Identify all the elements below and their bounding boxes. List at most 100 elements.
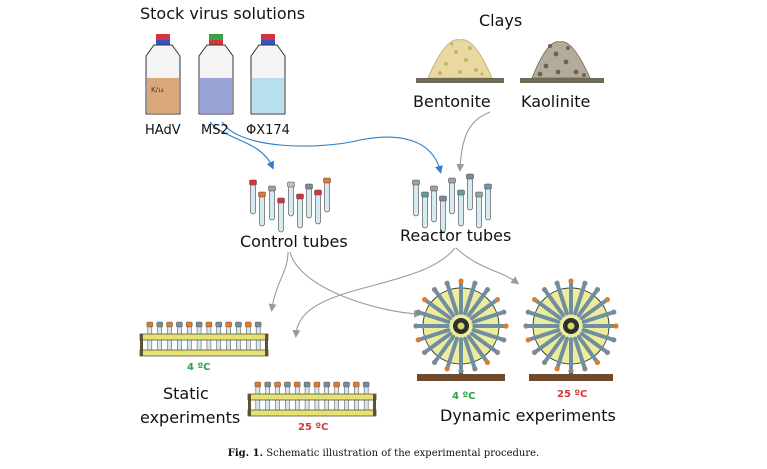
wheel-tube-cap — [413, 323, 419, 329]
rack-bottom-bar — [247, 409, 377, 417]
wheel-tube-cap — [523, 323, 529, 329]
rack-tube-cap — [156, 321, 163, 328]
wheel-tube — [471, 328, 505, 342]
wheel-tube-cap — [554, 366, 560, 372]
bottle-label-ms2: MS2 — [201, 123, 229, 138]
wheel-tube-cap — [582, 366, 588, 372]
tube — [288, 185, 294, 217]
tube — [431, 189, 437, 223]
wheel-tube-cap — [494, 349, 501, 356]
wheel-tube — [581, 310, 615, 324]
rack-leg — [248, 394, 251, 416]
bottle-phix174-icon — [250, 34, 286, 115]
tube — [259, 195, 265, 227]
wheel-tube-cap — [531, 349, 538, 356]
wheel-tube — [579, 298, 609, 321]
wheel-tube — [463, 336, 477, 370]
bottle-label-hadv: HAdV — [145, 123, 181, 138]
tube-cap — [448, 177, 456, 184]
static-temp-high: 25 ºC — [298, 422, 329, 433]
rack-tube-cap — [303, 381, 311, 388]
tube — [278, 201, 284, 233]
tube — [449, 181, 455, 215]
tube — [269, 189, 275, 221]
wheel-tube — [417, 310, 451, 324]
virus-bottles: K/₁₄ — [145, 34, 286, 115]
static-temp-low: 4 ºC — [187, 362, 211, 373]
kaolinite-pile-icon — [520, 41, 604, 83]
figure-number: Fig. 1. — [227, 448, 264, 459]
control-tubes-label: Control tubes — [240, 232, 348, 251]
static-experiments-label-line1: Static — [163, 384, 209, 403]
wheel-tube-cap — [568, 278, 574, 284]
clays-title: Clays — [479, 11, 523, 30]
bentonite-pile-icon — [416, 39, 504, 83]
tube-cap — [249, 179, 257, 186]
wheel-tube-cap — [541, 359, 548, 366]
dynamic-temp-high: 25 ºC — [557, 389, 588, 400]
wheel-tube-cap — [415, 337, 421, 343]
wheel-tube-cap — [444, 280, 450, 286]
rotator-wheel-25c-icon — [523, 278, 619, 381]
wheel-tube-cap — [568, 368, 574, 374]
rack-tube-cap — [205, 321, 213, 328]
rack-tube-cap — [254, 381, 262, 388]
tube — [306, 187, 312, 219]
tube — [315, 193, 321, 225]
rack-top-bar — [139, 333, 269, 341]
wheel-tube-cap — [594, 359, 601, 366]
rack-tube-cap — [186, 321, 193, 328]
tube-cap — [430, 185, 438, 192]
tube-cap — [475, 191, 483, 198]
tube — [250, 183, 256, 215]
arrow-clays-to-reactor — [456, 111, 491, 172]
rack-tube-cap — [343, 381, 350, 388]
rack-tube-cap — [245, 321, 252, 328]
rack-tube-cap — [215, 321, 222, 328]
dynamic-experiments-label: Dynamic experiments — [440, 406, 616, 425]
wheel-tube-cap — [415, 309, 421, 315]
tube-cap — [466, 173, 474, 180]
tube — [485, 187, 491, 221]
reactor-tubes-label: Reactor tubes — [400, 226, 512, 245]
wheel-tube-cap — [582, 280, 588, 286]
rack-leg — [140, 334, 143, 356]
wheel-tube-cap — [531, 296, 538, 303]
wheel-tube — [555, 282, 569, 316]
rack-tube-cap — [274, 381, 281, 388]
wheel-tube — [581, 328, 615, 342]
wheel-tube-cap — [421, 296, 428, 303]
wheel-hub-center — [457, 322, 465, 330]
wheel-tube-cap — [458, 278, 464, 284]
tube — [297, 197, 303, 229]
tube-cap — [287, 181, 295, 188]
rack-tube-cap — [313, 381, 321, 388]
wheel-tube-cap — [554, 280, 560, 286]
dynamic-temp-low: 4 ºC — [452, 391, 476, 402]
rack-bottom-bar — [139, 349, 269, 357]
arrow-reactor-to-static — [292, 247, 456, 338]
wheel-tube-cap — [431, 359, 438, 366]
rack-tube-cap — [195, 321, 203, 328]
tube-cap — [258, 191, 266, 198]
wheel-hub-center — [567, 322, 575, 330]
svg-text:K/₁₄: K/₁₄ — [151, 86, 164, 94]
wheel-tube — [555, 336, 569, 370]
tube-cap — [439, 195, 447, 202]
wheel-tube — [576, 288, 599, 318]
bottle-hadv-icon: K/₁₄ — [145, 34, 181, 115]
tube-cap — [484, 183, 492, 190]
wheel-tube-cap — [541, 286, 548, 293]
rack-tube-cap — [353, 381, 360, 388]
static-rack-4c-icon — [139, 321, 269, 357]
rack-tube-cap — [323, 381, 330, 388]
wheel-base — [417, 374, 505, 381]
bottle-label-phix174: ΦX174 — [246, 123, 290, 138]
wheel-base — [529, 374, 613, 381]
figure-caption-text: Schematic illustration of the experiment… — [266, 448, 540, 459]
arrow-control-to-static — [268, 251, 289, 312]
wheel-tube — [463, 282, 477, 316]
wheel-tube-cap — [613, 323, 619, 329]
wheel-tube — [469, 298, 499, 321]
wheel-tube — [533, 331, 563, 354]
